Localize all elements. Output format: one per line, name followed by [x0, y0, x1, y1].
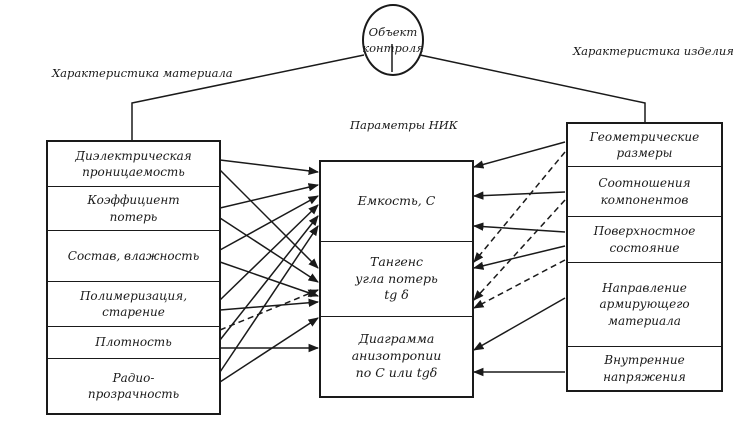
material-divider — [46, 230, 221, 231]
product-characteristic-label: Характеристика изделия — [573, 44, 734, 58]
params-divider — [319, 316, 474, 317]
params-item: Тангенс угла потерь tg δ — [355, 253, 438, 303]
product-item: Внутренние напряжения — [603, 353, 686, 384]
product-divider — [566, 166, 723, 167]
arrow-surf-tan — [472, 245, 566, 270]
material-divider — [46, 186, 221, 187]
material-item: Коэффициент потерь — [87, 193, 180, 224]
material-item: Плотность — [95, 335, 172, 350]
left-branch-line — [131, 54, 365, 140]
arrow-comp-cap — [219, 195, 319, 251]
material-characteristic-label: Характеристика материала — [52, 66, 233, 80]
arrow-loss-tan — [219, 217, 319, 283]
material-item: Диэлектрическая проницаемость — [75, 148, 192, 179]
params-item: Диаграмма анизотропии по С или tgδ — [351, 331, 442, 380]
material-item: Полимеризация, старение — [79, 288, 188, 319]
product-divider — [566, 216, 723, 217]
product-item: Поверхностное состояние — [593, 224, 696, 255]
product-item: Соотношения компонентов — [598, 176, 691, 207]
arrow-surf-cap — [472, 222, 566, 233]
material-divider — [46, 326, 221, 327]
params-divider — [319, 241, 474, 242]
material-box — [46, 140, 221, 415]
product-divider — [566, 262, 723, 263]
object-ellipse: Объект контроля — [362, 4, 424, 76]
arrow-dashed-right-3 — [473, 259, 566, 309]
arrow-perm-cap — [219, 159, 320, 176]
arrow-geom-cap — [472, 141, 566, 169]
arrow-poly-cap — [219, 204, 319, 301]
params-label: Параметры НИК — [350, 118, 458, 132]
arrow-dens-cap — [219, 215, 319, 341]
material-item: Радио- прозрачность — [87, 370, 180, 401]
arrow-ratio-cap — [472, 191, 566, 200]
arrow-radio-cap — [219, 225, 319, 373]
product-box — [566, 122, 723, 392]
right-branch-line — [419, 54, 646, 122]
product-item: Геометрические размеры — [589, 129, 700, 160]
product-divider — [566, 346, 723, 347]
product-item: Направление армирующего материала — [599, 281, 690, 328]
material-item: Состав, влажность — [67, 248, 200, 263]
params-item: Емкость, С — [357, 193, 436, 209]
material-divider — [46, 358, 221, 359]
arrow-dir-diag — [473, 297, 566, 351]
arrow-dashed-left — [219, 289, 319, 331]
material-divider — [46, 281, 221, 282]
arrow-dashed-right-1 — [473, 151, 566, 263]
params-box — [319, 160, 474, 398]
arrow-loss-cap — [219, 183, 320, 209]
arrow-dashed-right-2 — [473, 199, 566, 301]
arrow-radio-tan — [219, 317, 319, 383]
arrow-poly-tan — [219, 298, 320, 311]
